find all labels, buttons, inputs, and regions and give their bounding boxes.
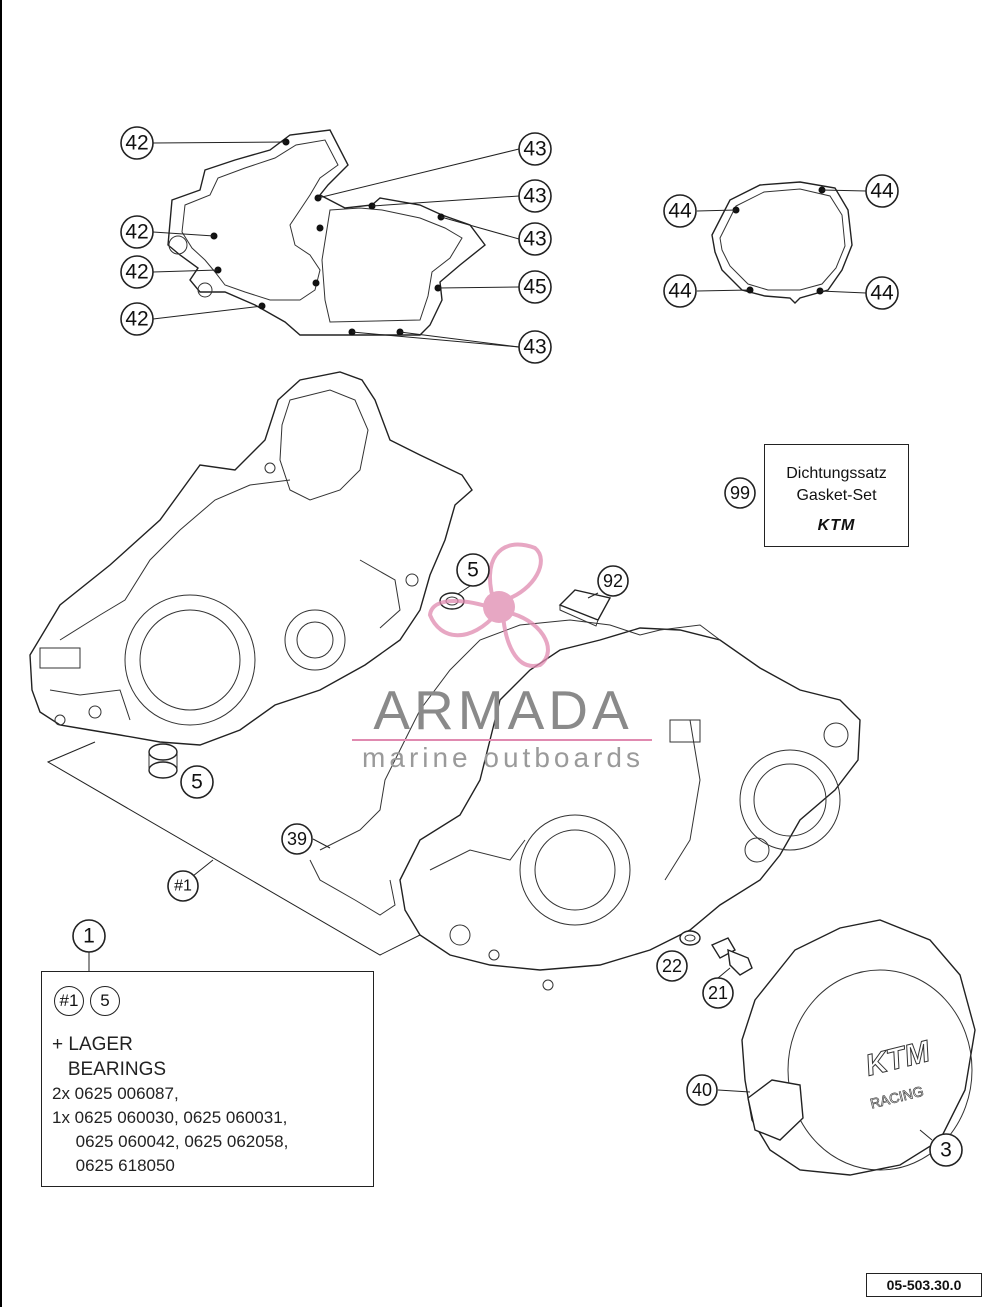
svg-text:44: 44 xyxy=(870,282,894,305)
ignition-cover-gasket xyxy=(696,181,867,304)
svg-text:3: 3 xyxy=(940,1139,952,1162)
bearing-right xyxy=(439,585,471,610)
callout-1: 1 xyxy=(72,919,106,953)
bearing-line-bearings: BEARINGS xyxy=(52,1059,167,1080)
svg-text:44: 44 xyxy=(668,280,692,303)
watermark-propeller-icon xyxy=(427,542,550,668)
callout-99: 99 xyxy=(724,477,756,509)
bush-left xyxy=(148,743,178,779)
bearing-line-1x: 1x 0625 060030, 0625 060031, xyxy=(52,1108,288,1127)
bearing-info-box: #1 5 + LAGER BEARINGS 2x 0625 006087, 1x… xyxy=(41,971,374,1187)
callout-44-top-right: 44 xyxy=(865,174,899,208)
callout-40: 40 xyxy=(686,1074,718,1106)
washer-22 xyxy=(679,930,701,946)
plate-92 xyxy=(558,589,612,627)
bearing-line-cont1: 0625 060042, 0625 062058, xyxy=(52,1132,289,1151)
callout-43-second: 43 xyxy=(518,179,552,213)
bearing-line-cont2: 0625 618050 xyxy=(52,1156,175,1175)
svg-text:1: 1 xyxy=(83,925,95,948)
svg-text:43: 43 xyxy=(523,336,546,359)
callout-42-third: 42 xyxy=(120,255,154,289)
callout-43-third: 43 xyxy=(518,222,552,256)
svg-text:44: 44 xyxy=(870,180,894,203)
svg-text:45: 45 xyxy=(523,276,546,299)
callout-42-second: 42 xyxy=(120,215,154,249)
callout-39: 39 xyxy=(281,823,313,855)
diagram-reference-code: 05-503.30.0 xyxy=(866,1273,982,1297)
gasket-set-box: Dichtungssatz Gasket-Set KTM xyxy=(764,444,909,547)
svg-text:42: 42 xyxy=(125,308,148,331)
ref-5: 5 xyxy=(90,986,120,1016)
svg-text:42: 42 xyxy=(125,261,148,284)
svg-text:21: 21 xyxy=(708,983,728,1003)
svg-text:92: 92 xyxy=(603,571,623,591)
gasket-set-label-en: Gasket-Set xyxy=(796,487,877,504)
bearing-line-2x: 2x 0625 006087, xyxy=(52,1084,179,1103)
page-border-left xyxy=(0,0,2,1307)
gasket-set-label-de: Dichtungssatz xyxy=(786,465,887,482)
callout-22: 22 xyxy=(656,950,688,982)
bearing-refs: #1 5 xyxy=(54,986,120,1016)
svg-text:39: 39 xyxy=(287,829,307,849)
leader-lines-top-left xyxy=(152,141,520,348)
gasket-set-labels: Dichtungssatz Gasket-Set xyxy=(765,463,908,507)
callout-hash-1: #1 xyxy=(167,870,199,902)
callout-42-top: 42 xyxy=(120,126,154,160)
callout-42-fourth: 42 xyxy=(120,302,154,336)
svg-text:43: 43 xyxy=(523,228,546,251)
callout-44-bottom-left: 44 xyxy=(663,274,697,308)
crankcase-gasket-39 xyxy=(309,619,721,916)
crankcase-half-right xyxy=(399,627,861,991)
svg-text:43: 43 xyxy=(523,185,546,208)
svg-text:#1: #1 xyxy=(174,878,192,895)
callout-3: 3 xyxy=(929,1133,963,1167)
watermark-tagline: marine outboards xyxy=(362,742,644,773)
bearing-line-lager: + LAGER xyxy=(52,1034,133,1055)
callout-44-top-left: 44 xyxy=(663,194,697,228)
svg-text:5: 5 xyxy=(467,559,479,582)
svg-text:5: 5 xyxy=(191,771,203,794)
callout-5-left: 5 xyxy=(180,765,214,799)
crankcase-half-left xyxy=(29,371,473,746)
drain-plug-21 xyxy=(710,937,753,979)
svg-text:42: 42 xyxy=(125,221,148,244)
callout-43-bottom: 43 xyxy=(518,330,552,364)
callout-92: 92 xyxy=(597,565,629,597)
bearing-text: + LAGER BEARINGS 2x 0625 006087, 1x 0625… xyxy=(52,1032,288,1178)
svg-text:99: 99 xyxy=(730,483,750,503)
svg-text:22: 22 xyxy=(662,956,682,976)
callout-43-top: 43 xyxy=(518,132,552,166)
callout-45: 45 xyxy=(518,270,552,304)
watermark-rule xyxy=(352,739,652,741)
svg-text:43: 43 xyxy=(523,138,546,161)
svg-text:44: 44 xyxy=(668,200,692,223)
watermark-brand: ARMADA xyxy=(373,679,633,741)
ktm-logo: KTM xyxy=(817,517,856,534)
svg-text:40: 40 xyxy=(692,1080,712,1100)
svg-text:42: 42 xyxy=(125,132,148,155)
callout-21: 21 xyxy=(702,977,734,1009)
callout-44-bottom-right: 44 xyxy=(865,276,899,310)
ref-hash-1: #1 xyxy=(54,986,84,1016)
crankcase-gasket-left xyxy=(167,129,486,336)
callout-5-right: 5 xyxy=(456,553,490,587)
